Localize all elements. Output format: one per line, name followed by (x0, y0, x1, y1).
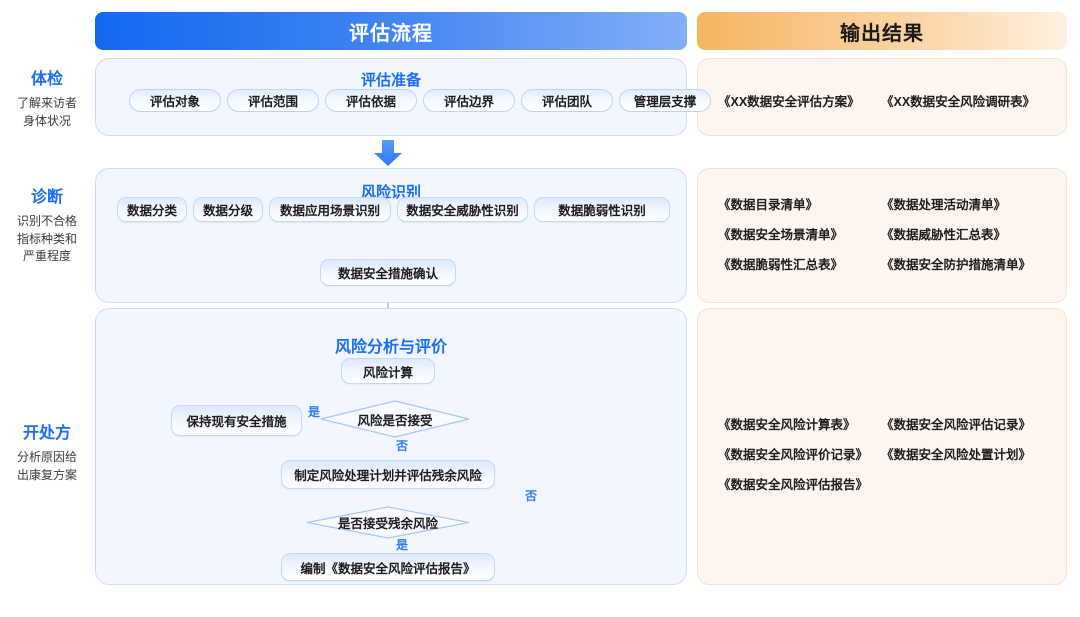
output-doc: 《数据脆弱性汇总表》 (718, 258, 844, 272)
stage-desc-checkup-line2: 身体状况 (22, 113, 71, 128)
output-doc: 《数据威胁性汇总表》 (881, 228, 1007, 242)
header-output: 输出结果 (697, 12, 1067, 50)
pill-label: 管理层支撑 (633, 95, 697, 109)
stage-desc-prescription-line2: 出康复方案 (16, 467, 77, 482)
edge-label-no-2: 否 (525, 489, 538, 503)
stage-title-checkup: 体检 (30, 71, 63, 88)
pill-label: 评估对象 (149, 95, 200, 109)
pill-assessment-basis[interactable]: 评估依据 (325, 89, 417, 112)
panel-risk-analysis-evaluation: 风险分析与评价 (95, 308, 687, 585)
node-label: 数据分类 (126, 204, 177, 218)
stage-title-diagnosis: 诊断 (30, 189, 63, 206)
node-security-measure-confirmation[interactable]: 数据安全措施确认 (320, 259, 456, 286)
output-doc: 《数据处理活动清单》 (881, 198, 1007, 212)
output-doc: 《数据安全风险计算表》 (718, 418, 856, 432)
stage-label-prescription: 开处方 分析原因给 出康复方案 (2, 422, 92, 484)
output-panel-preparation (697, 58, 1067, 136)
decision-risk-acceptable[interactable]: 风险是否接受 (320, 400, 470, 438)
output-panel-analysis (697, 308, 1067, 585)
edge-label-yes-1: 是 (308, 405, 321, 419)
decision-residual-risk-acceptable[interactable]: 是否接受残余风险 (306, 506, 470, 539)
stage-title-prescription: 开处方 (22, 425, 71, 442)
node-risk-treatment-plan[interactable]: 制定风险处理计划并评估残余风险 (281, 460, 495, 489)
output-panel-identification (697, 168, 1067, 303)
stage-desc-diagnosis-line3: 严重程度 (22, 248, 71, 263)
panel2-title: 风险识别 (360, 184, 421, 201)
output-doc: 《数据安全场景清单》 (718, 228, 844, 242)
output-doc: 《数据安全风险评估记录》 (881, 418, 1032, 432)
node-data-scenario-identification[interactable]: 数据应用场景识别 (269, 197, 391, 222)
node-data-threat-identification[interactable]: 数据安全威胁性识别 (397, 197, 528, 222)
stage-desc-diagnosis-line1: 识别不合格 (16, 214, 77, 229)
output-doc: 《XX数据安全风险调研表》 (881, 95, 1036, 109)
stage-desc-prescription-line1: 分析原因给 (16, 450, 77, 465)
pill-label: 评估范围 (247, 95, 298, 109)
pill-label: 评估团队 (541, 95, 592, 109)
node-label: 风险计算 (362, 365, 413, 380)
node-label: 编制《数据安全风险评估报告》 (300, 561, 476, 576)
stage-desc-diagnosis-line2: 指标种类和 (16, 231, 77, 246)
pill-assessment-boundary[interactable]: 评估边界 (423, 89, 515, 112)
edge-label-no-1: 否 (396, 439, 409, 453)
pill-label: 评估依据 (345, 95, 396, 109)
output-doc: 《数据安全风险处置计划》 (881, 448, 1032, 462)
node-data-vulnerability-identification[interactable]: 数据脆弱性识别 (534, 197, 670, 222)
output-doc: 《XX数据安全评估方案》 (718, 95, 860, 109)
node-risk-calculation[interactable]: 风险计算 (341, 358, 435, 384)
pill-assessment-object[interactable]: 评估对象 (129, 89, 221, 112)
stage-desc-checkup-line1: 了解来访者 (16, 96, 77, 111)
node-data-classification[interactable]: 数据分类 (117, 197, 187, 222)
node-compile-report[interactable]: 编制《数据安全风险评估报告》 (281, 553, 495, 581)
output-doc: 《数据安全防护措施清单》 (881, 258, 1032, 272)
header-output-label: 输出结果 (840, 22, 924, 45)
node-label: 数据脆弱性识别 (558, 204, 646, 218)
down-arrow-icon (372, 139, 404, 172)
output-doc: 《数据目录清单》 (718, 198, 819, 212)
node-keep-existing-measures[interactable]: 保持现有安全措施 (171, 405, 302, 436)
node-label: 数据应用场景识别 (279, 204, 380, 218)
stage-label-checkup: 体检 了解来访者 身体状况 (2, 68, 92, 130)
pill-assessment-team[interactable]: 评估团队 (521, 89, 613, 112)
decision-label: 风险是否接受 (357, 413, 433, 428)
stage-label-diagnosis: 诊断 识别不合格 指标种类和 严重程度 (2, 186, 92, 265)
header-flow: 评估流程 (95, 12, 687, 50)
node-label: 保持现有安全措施 (186, 415, 287, 429)
header-flow-label: 评估流程 (349, 22, 433, 45)
node-label: 制定风险处理计划并评估残余风险 (294, 469, 482, 483)
decision-label: 是否接受残余风险 (337, 517, 438, 531)
pill-management-support[interactable]: 管理层支撑 (619, 89, 711, 112)
node-data-grading[interactable]: 数据分级 (193, 197, 263, 222)
panel1-title: 评估准备 (360, 72, 421, 89)
panel3-title: 风险分析与评价 (334, 339, 447, 356)
node-label: 数据安全威胁性识别 (406, 204, 519, 218)
output-doc: 《数据安全风险评价记录》 (718, 448, 869, 462)
edge-label-yes-2: 是 (396, 538, 409, 552)
node-label: 数据安全措施确认 (337, 267, 438, 281)
pill-label: 评估边界 (443, 95, 494, 109)
output-doc: 《数据安全风险评估报告》 (718, 478, 869, 492)
node-label: 数据分级 (202, 204, 253, 218)
pill-assessment-scope[interactable]: 评估范围 (227, 89, 319, 112)
